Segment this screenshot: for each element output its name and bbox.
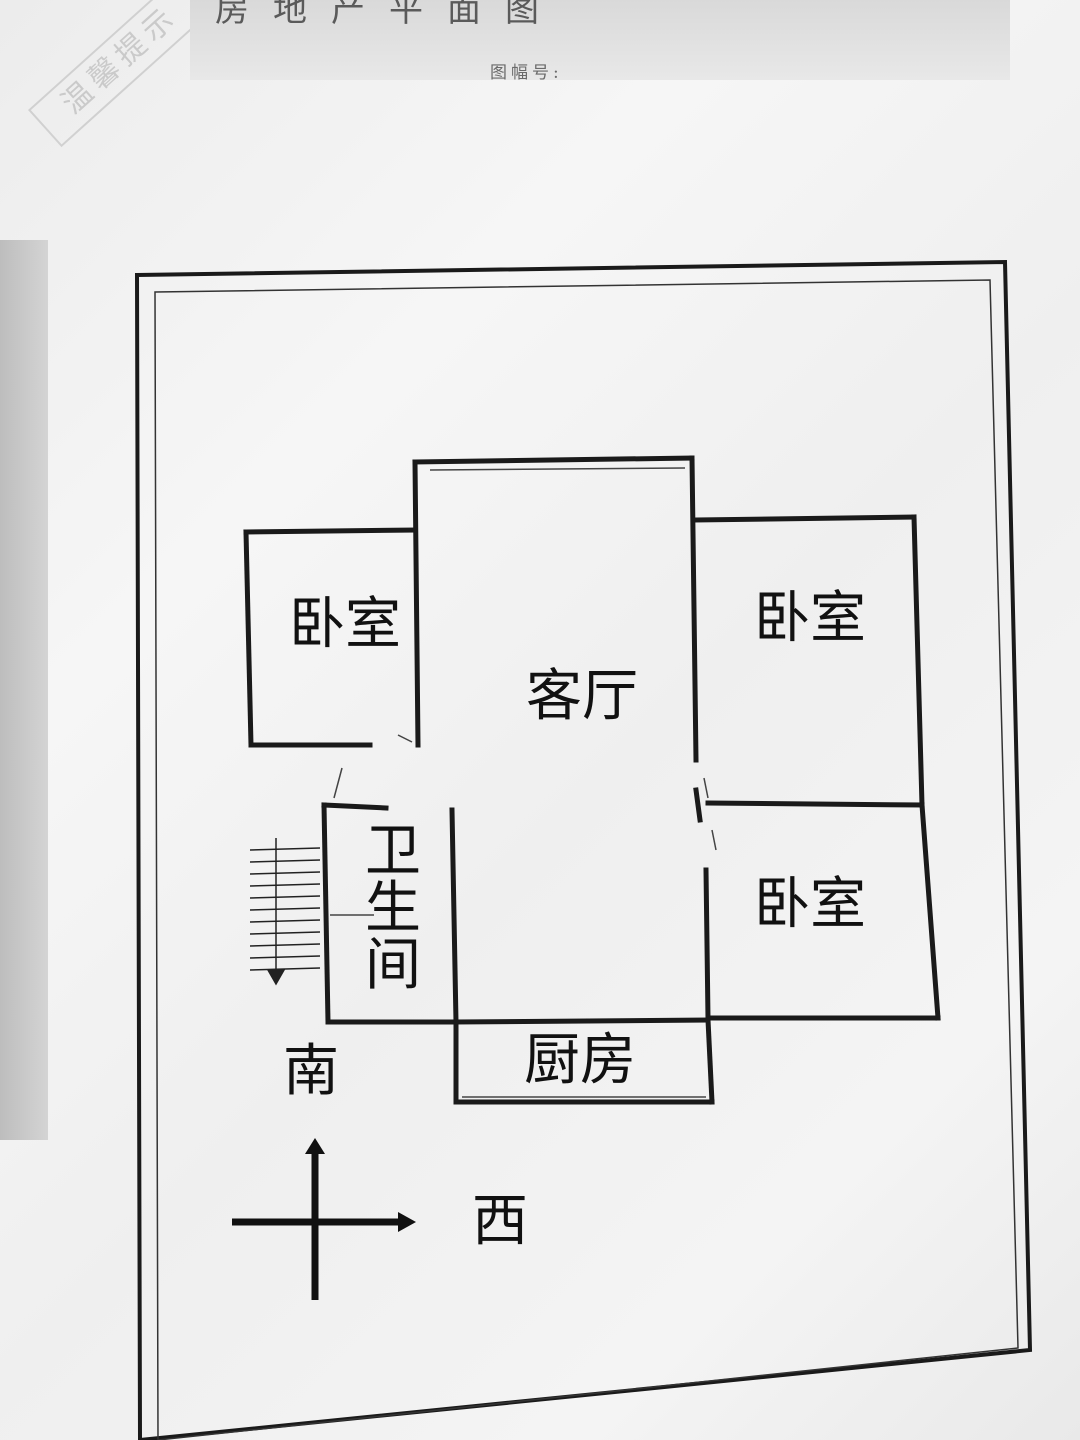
inner-frame [154,279,1019,1440]
room-label-bedroom-left: 卧室 [289,592,401,657]
page-edge-shadow [0,240,48,1140]
room-label-bedroom-right-lower: 卧室 [754,872,866,937]
compass-west-label: 西 [472,1189,528,1254]
thin-details [330,467,717,1098]
room-label-bedroom-right-upper: 卧室 [754,586,866,651]
outer-frame [134,259,1033,1440]
room-label-bathroom-1: 卫 [365,819,421,884]
room-label-bathroom-2: 生 [365,876,421,941]
compass-south-label: 南 [283,1039,339,1104]
compass-up-arrow [305,1138,325,1154]
map-number-label: 图幅号: [490,63,563,83]
staircase [249,838,321,986]
document-title: 房地产平面图 [215,0,563,30]
room-label-living-room: 客厅 [526,664,638,729]
compass [232,1138,416,1300]
walls [243,455,941,1105]
room-label-kitchen: 厨房 [524,1028,636,1093]
header-band [190,0,1010,80]
compass-right-arrow [398,1212,416,1232]
room-label-bathroom-3: 间 [365,933,421,998]
